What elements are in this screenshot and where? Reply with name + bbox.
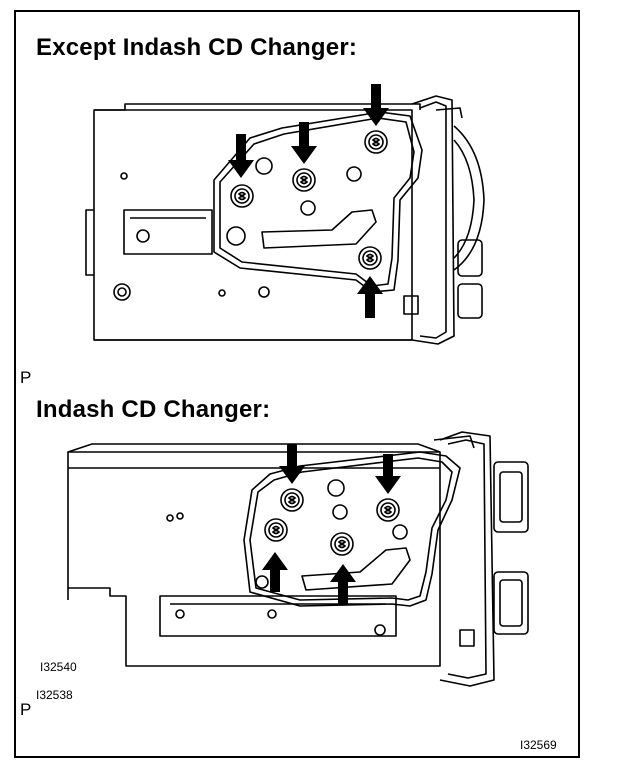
arrow-group-top xyxy=(228,84,389,318)
bolt-group-bottom xyxy=(264,488,400,556)
arrow-down-icon xyxy=(375,454,401,494)
arrow-up-icon xyxy=(262,552,288,592)
radio-unit-indash xyxy=(67,431,529,687)
bolt-icon xyxy=(292,168,316,192)
bolt-icon xyxy=(264,518,288,542)
bolt-icon xyxy=(364,130,388,154)
bolt-icon xyxy=(376,498,400,522)
radio-unit-except-indash xyxy=(85,95,485,345)
arrow-down-icon xyxy=(279,444,305,484)
bolt-icon xyxy=(330,532,354,556)
section-title-except-indash: Except Indash CD Changer: xyxy=(36,34,358,61)
arrow-up-icon xyxy=(357,276,383,318)
section-marker-top: P xyxy=(20,368,32,387)
figure-code-i32538: I32538 xyxy=(36,688,73,702)
arrow-group-bottom xyxy=(262,444,401,604)
arrow-up-icon xyxy=(330,564,356,604)
section-marker-bottom: P xyxy=(20,700,32,719)
section-title-indash: Indash CD Changer: xyxy=(36,396,271,423)
figure-code-i32569: I32569 xyxy=(520,738,557,752)
bolt-group-top xyxy=(230,130,388,270)
arrow-down-icon xyxy=(363,84,389,126)
figure-code-i32540: I32540 xyxy=(40,660,77,674)
bolt-icon xyxy=(230,184,254,208)
bolt-icon xyxy=(280,488,304,512)
arrow-down-icon xyxy=(291,122,317,164)
figure-frame xyxy=(14,10,580,758)
bolt-icon xyxy=(358,246,382,270)
arrow-down-icon xyxy=(228,134,254,178)
